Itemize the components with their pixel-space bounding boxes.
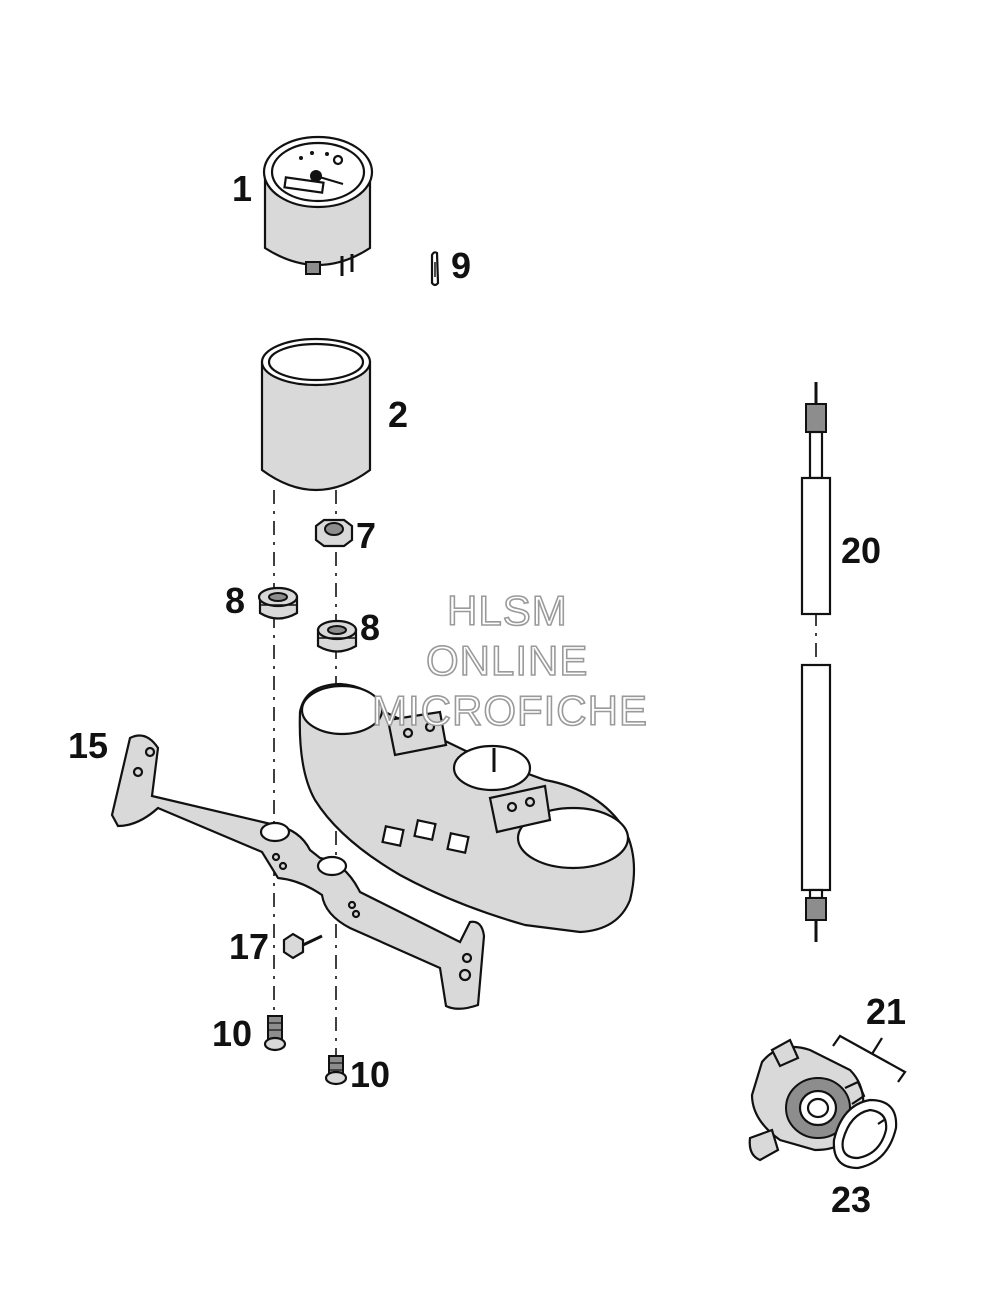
callout-23: 23	[831, 1179, 872, 1220]
callout-2: 2	[388, 394, 409, 435]
flange-bolt	[282, 932, 323, 960]
retaining-ring	[832, 1098, 898, 1170]
callout-8-left: 8	[225, 580, 246, 621]
hex-nut	[314, 518, 354, 548]
screw-left	[263, 1015, 287, 1052]
callout-8-right: 8	[360, 607, 381, 648]
instrument-bracket	[110, 734, 486, 1010]
gauge-cup	[260, 337, 372, 492]
watermark-line-1: HLSM	[446, 587, 568, 634]
callout-17: 17	[229, 926, 270, 967]
screw-right	[324, 1055, 348, 1086]
callout-bracket-21	[832, 1034, 907, 1083]
triple-clamp	[298, 682, 636, 934]
watermark-line-3: MICROFICHE	[371, 687, 648, 734]
callout-21: 21	[866, 991, 907, 1032]
callout-9: 9	[451, 245, 472, 286]
speedometer-cable	[800, 382, 832, 942]
callout-10-left: 10	[212, 1013, 253, 1054]
rubber-grommet-left	[257, 586, 299, 620]
callout-7: 7	[356, 515, 377, 556]
rubber-grommet-right	[316, 619, 358, 653]
callout-15: 15	[68, 725, 109, 766]
bulb-socket-clip	[430, 251, 440, 287]
callout-20: 20	[841, 530, 882, 571]
speedometer-gauge	[262, 135, 374, 276]
callout-10-right: 10	[350, 1054, 391, 1095]
watermark-line-2: ONLINE	[425, 637, 589, 684]
speedometer-drive	[748, 1038, 866, 1162]
callout-1: 1	[232, 168, 253, 209]
